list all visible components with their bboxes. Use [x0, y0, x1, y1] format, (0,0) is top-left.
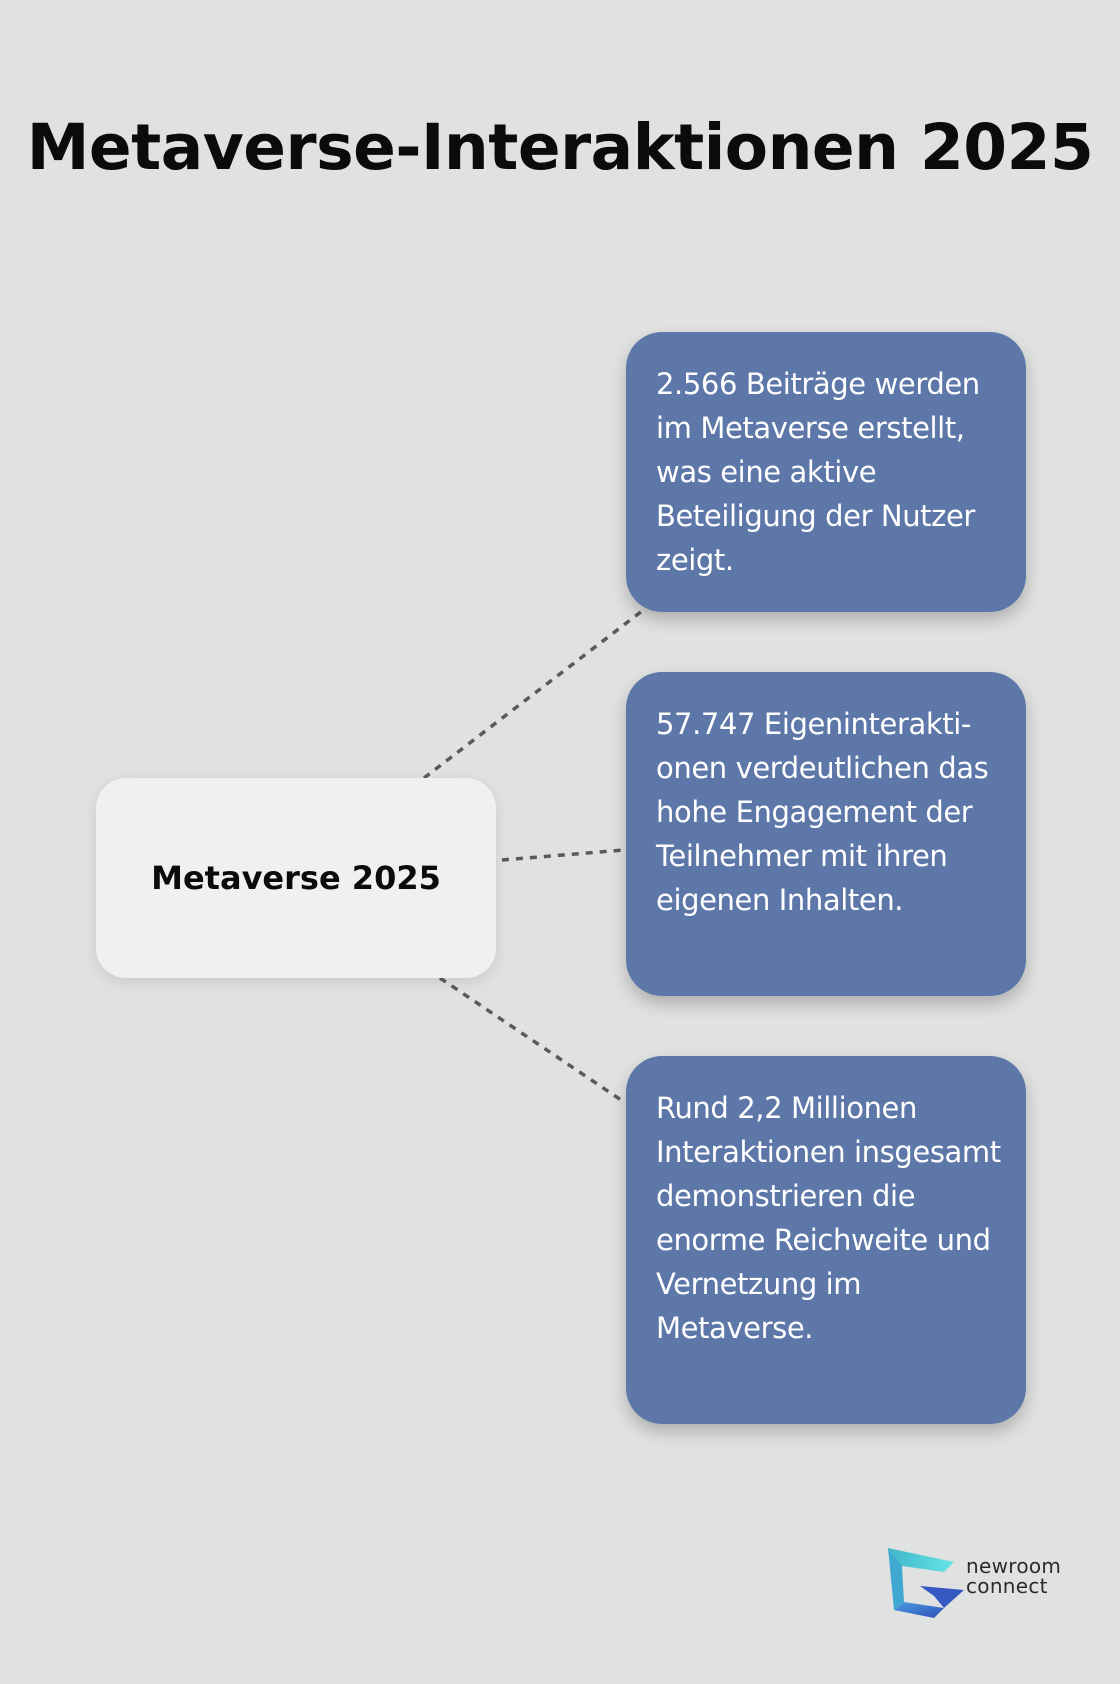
connector-line-3: [439, 976, 625, 1104]
brand-logo: newroom connect: [886, 1546, 1066, 1626]
central-node: Metaverse 2025: [96, 778, 496, 978]
central-node-label: Metaverse 2025: [151, 859, 441, 897]
info-card-text: Rund 2,2 Millionen Interaktionen insgesa…: [656, 1091, 1001, 1345]
info-card-contributions: 2.566 Beiträge werden im Metaverse erste…: [626, 332, 1026, 612]
page-title: Metaverse-Interaktionen 2025: [26, 111, 1094, 184]
connector-line-2: [501, 848, 625, 862]
info-card-text: 2.566 Beiträge werden im Metaverse erste…: [656, 367, 980, 577]
logo-text-line-2: connect: [966, 1574, 1048, 1598]
info-card-text: 57.747 Eigeninterakti­onen verdeutlichen…: [656, 707, 989, 917]
info-card-total-interactions: Rund 2,2 Millionen Interaktionen insgesa…: [626, 1056, 1026, 1424]
logo-text-line-1: newroom: [966, 1554, 1062, 1578]
connector-line-1: [422, 606, 648, 780]
logo-mark-icon: [888, 1548, 964, 1618]
info-card-self-interactions: 57.747 Eigeninterakti­onen verdeutlichen…: [626, 672, 1026, 996]
